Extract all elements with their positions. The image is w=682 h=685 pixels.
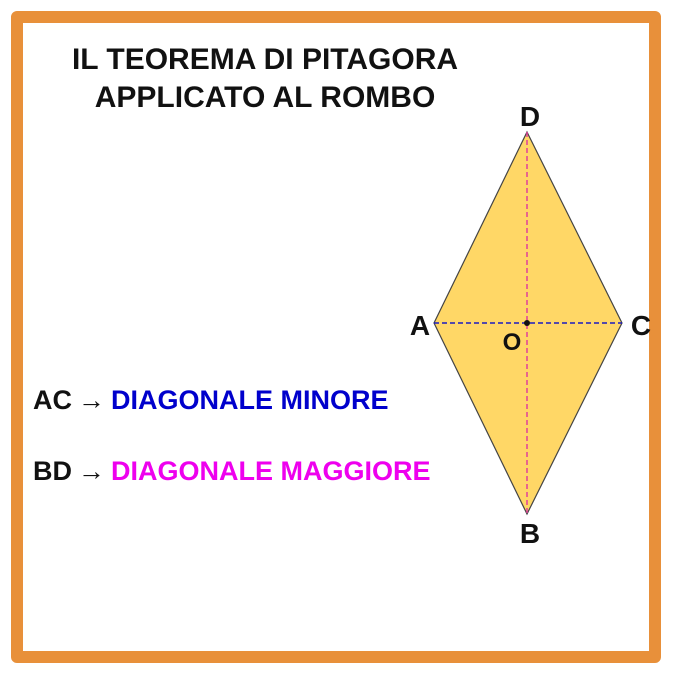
title-line-2: APPLICATO AL ROMBO [94, 81, 436, 114]
arrow-right-icon: → [78, 456, 105, 486]
center-label-o: O [503, 329, 522, 356]
segment-ac-label: AC [33, 385, 72, 415]
vertex-label-d: D [520, 101, 540, 132]
diagonal-minor-text: DIAGONALE MINORE [111, 385, 389, 415]
segment-bd-label: BD [33, 456, 72, 486]
vertex-label-c: C [631, 310, 651, 341]
title-line-1: IL TEOREMA DI PITAGORA [71, 43, 459, 76]
legend-row-major: BD→DIAGONALE MAGGIORE [33, 455, 431, 487]
diagonal-major-text: DIAGONALE MAGGIORE [111, 456, 431, 486]
vertex-label-a: A [410, 310, 430, 341]
arrow-right-icon: → [78, 385, 105, 415]
vertex-label-b: B [520, 518, 540, 549]
center-point-o [524, 320, 530, 326]
legend-row-minor: AC→DIAGONALE MINORE [33, 384, 389, 416]
